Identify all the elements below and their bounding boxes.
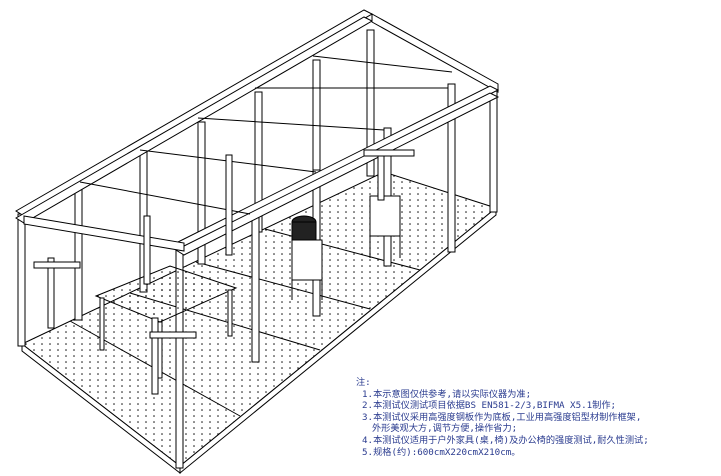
office-chairs bbox=[291, 149, 415, 300]
note-1: 1.本示意图仅供参考,请以实际仪器为准; bbox=[362, 388, 532, 400]
top-frame bbox=[15, 9, 500, 256]
note-5: 5.规格(约):600cmX220cmX210cm。 bbox=[362, 446, 521, 458]
actuator-left bbox=[33, 154, 233, 395]
note-4: 4.本测试仪适用于户外家具(桌,椅)及办公椅的强度测试,耐久性测试; bbox=[362, 434, 649, 446]
notes-block: 注: 1.本示意图仅供参考,请以实际仪器为准; 2.本测试仪测试项目依据BS E… bbox=[356, 377, 718, 458]
note-3-continued: 外形美观大方,调节方便,操作省力; bbox=[372, 423, 518, 435]
notes-title: 注: bbox=[356, 377, 371, 388]
note-3: 3.本测试仪采用高强度钢板作为底板,工业用高强度铝型材制作框架, bbox=[362, 411, 642, 423]
test-table bbox=[94, 265, 238, 379]
note-2: 2.本测试仪测试项目依据BS EN581-2/3,BIFMA X5.1制作; bbox=[362, 400, 617, 412]
